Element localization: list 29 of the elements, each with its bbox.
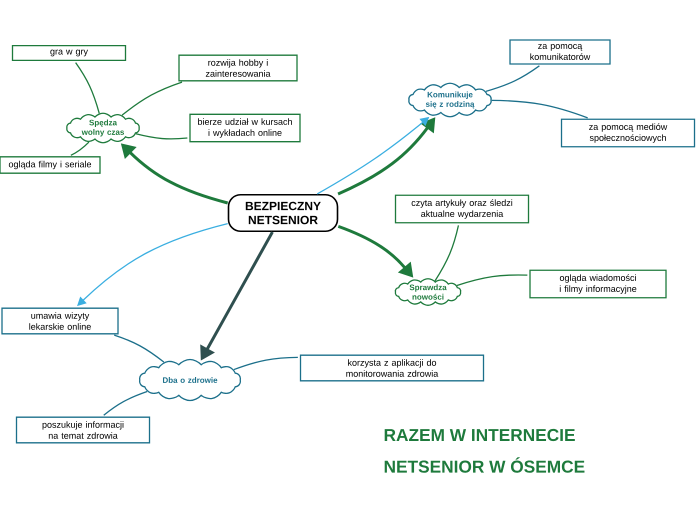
connector-line xyxy=(103,390,148,416)
topic-cloud: Sprawdza nowości xyxy=(394,278,462,306)
connector-line xyxy=(122,81,182,116)
connector-line xyxy=(234,356,298,370)
topic-cloud: Dba o zdrowie xyxy=(139,358,241,402)
note-box: umawia wizyty lekarskie online xyxy=(1,308,119,334)
connector-line xyxy=(434,225,460,282)
note-box: za pomocą komunikatorów xyxy=(509,39,611,65)
connector-line xyxy=(486,65,540,92)
topic-cloud: Komunikuje się z rodziną xyxy=(408,82,492,118)
note-box: za pomocą mediów społecznościowych xyxy=(560,118,696,148)
note-box: gra w gry xyxy=(12,45,126,61)
topic-cloud: Spędza wolny czas xyxy=(66,112,140,144)
note-box: rozwija hobby i zainteresowania xyxy=(178,54,298,82)
note-box: korzysta z aplikacji do monitorowania zdrowia xyxy=(300,354,484,382)
note-box: czyta artykuły oraz śledzi aktualne wydarzenia xyxy=(394,194,530,224)
central-topic-box: BEZPIECZNY NETSENIOR xyxy=(228,194,338,232)
note-box: poszukuje informacji na temat zdrowia xyxy=(16,416,150,444)
connector-line xyxy=(136,133,188,140)
title-text: RAZEM W INTERNECIE xyxy=(384,428,575,442)
note-box: bierze udział w kursach i wykładach online xyxy=(189,114,301,142)
note-box: ogląda filmy i seriale xyxy=(0,156,101,174)
connector-line xyxy=(456,274,528,286)
connector-line xyxy=(75,62,100,114)
connector-line xyxy=(70,142,90,156)
title-text: NETSENIOR W ÓSEMCE xyxy=(384,457,584,473)
connector-line xyxy=(114,334,164,363)
connector-line xyxy=(492,100,588,119)
note-box: ogląda wiadomości i filmy informacyjne xyxy=(529,270,667,298)
